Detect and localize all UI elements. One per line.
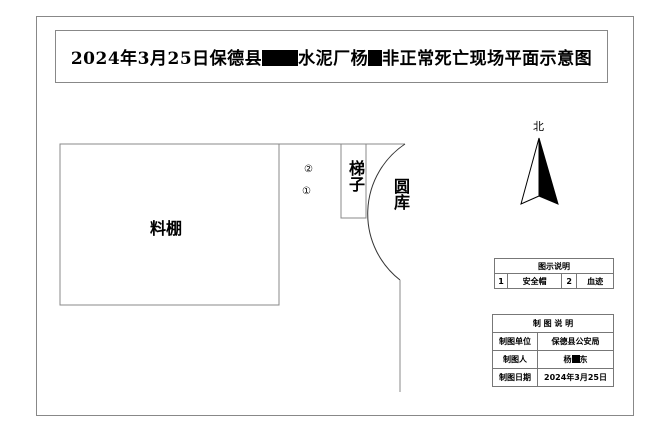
page-frame	[36, 16, 634, 416]
legend-label: 安全帽	[506, 273, 563, 289]
info-value: 保德县公安局	[537, 332, 614, 351]
drafter-a: 杨	[563, 355, 572, 364]
info-value: 杨东	[537, 350, 614, 369]
redaction	[262, 50, 299, 66]
north-arrow-icon	[520, 137, 559, 205]
legend-num: 1	[494, 273, 508, 289]
marker-helmet: ①	[302, 186, 311, 197]
title-part-3: 非正常死亡现场平面示意图	[382, 49, 593, 69]
legend-label: 血迹	[576, 273, 614, 289]
drafter-b: 东	[579, 355, 588, 364]
marker-blood: ②	[304, 164, 313, 175]
diagram-title: 2024年3月25日保德县 水泥厂杨非正常死亡现场平面示意图	[71, 44, 592, 69]
info-title: 制 图 说 明	[492, 314, 614, 333]
shed-label: 料棚	[150, 219, 183, 238]
legend-title: 图示说明	[494, 258, 614, 274]
material-shed	[59, 143, 280, 306]
legend-num: 2	[561, 273, 578, 289]
title-box: 2024年3月25日保德县 水泥厂杨非正常死亡现场平面示意图	[55, 30, 608, 83]
redaction	[368, 50, 383, 66]
title-part-2: 水泥厂杨	[298, 49, 369, 69]
title-part-1: 2024年3月25日保德县	[70, 49, 263, 69]
info-value: 2024年3月25日	[537, 368, 614, 387]
silo-arc	[367, 143, 406, 281]
silo-label: 圆库	[391, 178, 410, 210]
info-key: 制图日期	[492, 368, 538, 387]
info-key: 制图人	[492, 350, 538, 369]
legend-table: 图示说明 1 安全帽 2 血迹	[494, 258, 614, 289]
north-label: 北	[533, 120, 544, 133]
ladder	[340, 143, 367, 219]
ladder-label: 梯子	[346, 160, 365, 192]
redaction	[571, 355, 580, 363]
info-key: 制图单位	[492, 332, 538, 351]
